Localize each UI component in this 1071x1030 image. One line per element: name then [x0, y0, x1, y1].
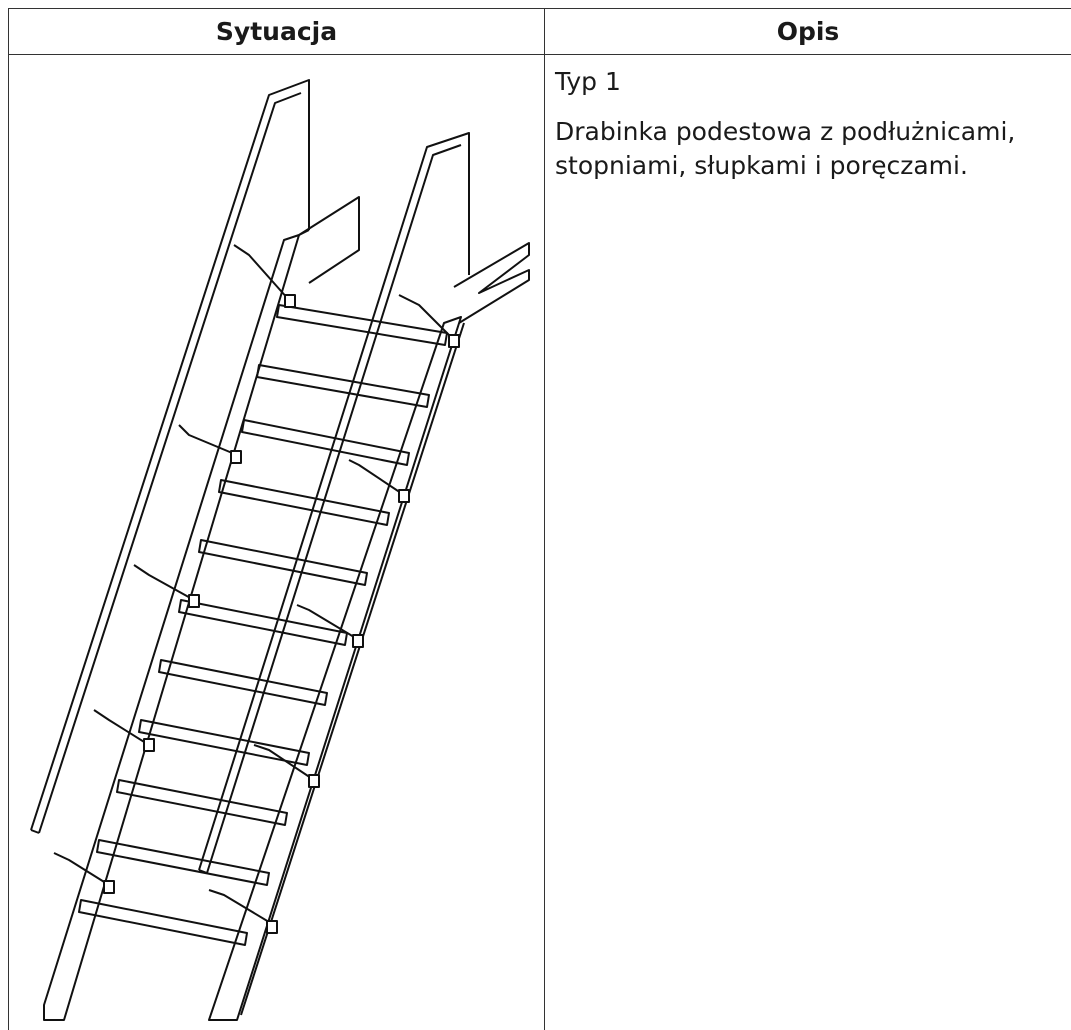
left-stringer — [43, 234, 300, 1021]
situation-cell — [8, 54, 545, 1030]
right-handrail — [198, 132, 470, 871]
header-situation: Sytuacja — [8, 8, 545, 55]
table-row: Typ 1 Drabinka podestowa z podłużnicami,… — [8, 54, 1071, 1030]
right-top-beam — [453, 242, 530, 324]
left-top-beam — [298, 196, 360, 284]
left-handrail — [30, 79, 310, 831]
header-description: Opis — [544, 8, 1071, 55]
stair-steps — [78, 304, 448, 946]
description-text: Drabinka podestowa z podłużnicami, stopn… — [555, 117, 1016, 180]
description-cell: Typ 1 Drabinka podestowa z podłużnicami,… — [544, 54, 1071, 1030]
staircase-ladder-drawing — [30, 79, 530, 1021]
type-label: Typ 1 — [555, 67, 621, 96]
header-row: Sytuacja Opis — [8, 8, 1071, 55]
handrail-posts — [53, 244, 455, 926]
right-stringer — [208, 316, 462, 1021]
situation-description-table: Sytuacja Opis — [8, 8, 1071, 1030]
